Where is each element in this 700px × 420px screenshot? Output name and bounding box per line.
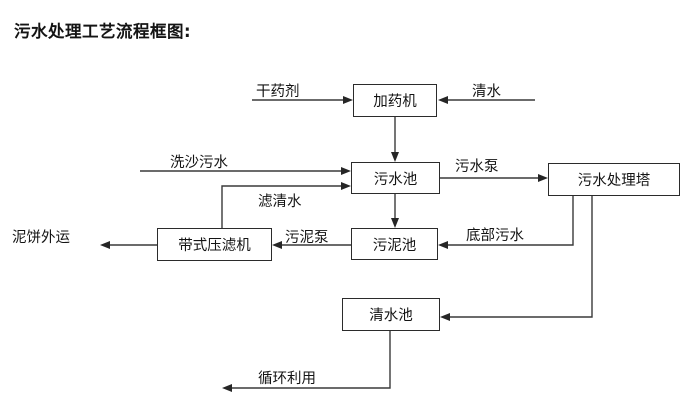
edge-label-filtered-clear-water: 滤清水 <box>258 194 302 210</box>
node-sludge-pool[interactable]: 污泥池 <box>351 228 438 260</box>
edge-bottom-sewage-line <box>446 196 574 246</box>
edge-label-mud-cake-out: 泥饼外运 <box>12 230 70 246</box>
edge-clean-water-arrow <box>438 96 448 104</box>
edge-label-sand-washing-sewage: 洗沙污水 <box>170 155 228 171</box>
edge-bottom-sewage-arrow <box>438 241 448 249</box>
edge-sewage-pump-arrow <box>538 174 548 182</box>
edge-sewage-to-sludge-arrow <box>391 218 399 228</box>
edge-sand-washing-arrow <box>341 167 351 175</box>
edge-tower-to-clean-arrow <box>440 313 450 321</box>
edge-label-recycle-reuse: 循环利用 <box>258 371 316 387</box>
node-sludge-pool-label: 污泥池 <box>372 237 417 254</box>
edge-filtered-water-arrow <box>341 182 351 190</box>
edge-label-clean-water-in: 清水 <box>472 84 501 100</box>
edge-label-sewage-pump: 污水泵 <box>455 159 499 175</box>
page-title: 污水处理工艺流程框图: <box>14 22 192 41</box>
edge-filtered-water-line <box>221 185 343 228</box>
edge-recycle-arrow <box>222 384 232 392</box>
edge-dry-agent-arrow <box>343 96 353 104</box>
edge-dosing-to-sewage-arrow <box>391 152 399 162</box>
edge-label-sludge-pump: 污泥泵 <box>285 230 329 246</box>
node-belt-filter-press-label: 带式压滤机 <box>178 238 251 254</box>
node-treatment-tower[interactable]: 污水处理塔 <box>548 163 680 196</box>
node-sewage-pool-label: 污水池 <box>373 171 418 188</box>
node-dosing-machine[interactable]: 加药机 <box>353 84 437 117</box>
node-clean-water-pool[interactable]: 清水池 <box>342 298 440 331</box>
edge-sludge-pump-arrow <box>272 241 282 249</box>
edge-recycle-line <box>230 331 391 389</box>
edge-label-dry-agent: 干药剂 <box>256 84 300 100</box>
node-belt-filter-press[interactable]: 带式压滤机 <box>157 228 272 261</box>
edge-label-bottom-sewage: 底部污水 <box>466 228 524 244</box>
edge-tower-to-clean-line <box>448 196 593 318</box>
edge-mud-cake-arrow <box>100 241 110 249</box>
node-sewage-pool[interactable]: 污水池 <box>351 162 440 194</box>
node-dosing-machine-label: 加药机 <box>373 94 417 110</box>
node-clean-water-pool-label: 清水池 <box>369 308 413 324</box>
node-treatment-tower-label: 污水处理塔 <box>577 173 651 189</box>
